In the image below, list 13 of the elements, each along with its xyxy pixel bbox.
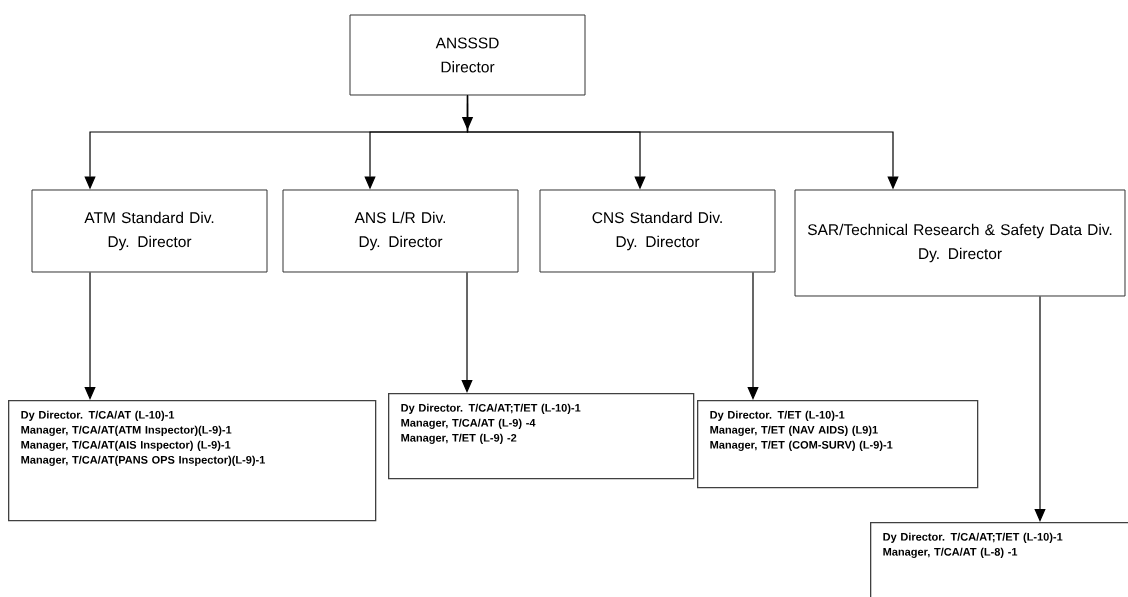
staff-box: Dy Director. T/ET (L-10)-1 Manager, T/ET (NAV AIDS) (L9)1 Manager, T/ET (COM-SURV) (L-9)-1 (697, 400, 979, 489)
division-box: ATM Standard Div. Dy. Director (31, 189, 268, 273)
division-box: CNS Standard Div. Dy. Director (539, 189, 776, 273)
division-box: SAR/Technical Research & Safety Data Div. Dy. Director (794, 189, 1126, 297)
arrow (84, 271, 96, 400)
staff-box: Dy Director. T/CA/AT;T/ET (L-10)-1 Manager, T/CA/AT (L-8) -1 (870, 522, 1128, 597)
staff-box: Dy Director. T/CA/AT;T/ET (L-10)-1 Manager, T/CA/AT (L-9) -4 Manager, T/ET (L-9) -2 (388, 393, 695, 480)
director-box: ANSSSD Director (349, 14, 586, 96)
arrow (461, 271, 473, 393)
division-box: ANS L/R Div. Dy. Director (282, 189, 519, 273)
arrow (747, 271, 759, 400)
staff-box: Dy Director. T/CA/AT (L-10)-1 Manager, T/CA/AT(ATM Inspector)(L-9)-1 Manager, T/CA/AT(AIS Inspector) (L-9)-1 Manager, T/CA/AT(PANS OPS Inspector)(L-9)-1 (8, 400, 377, 522)
arrow (1034, 295, 1046, 522)
